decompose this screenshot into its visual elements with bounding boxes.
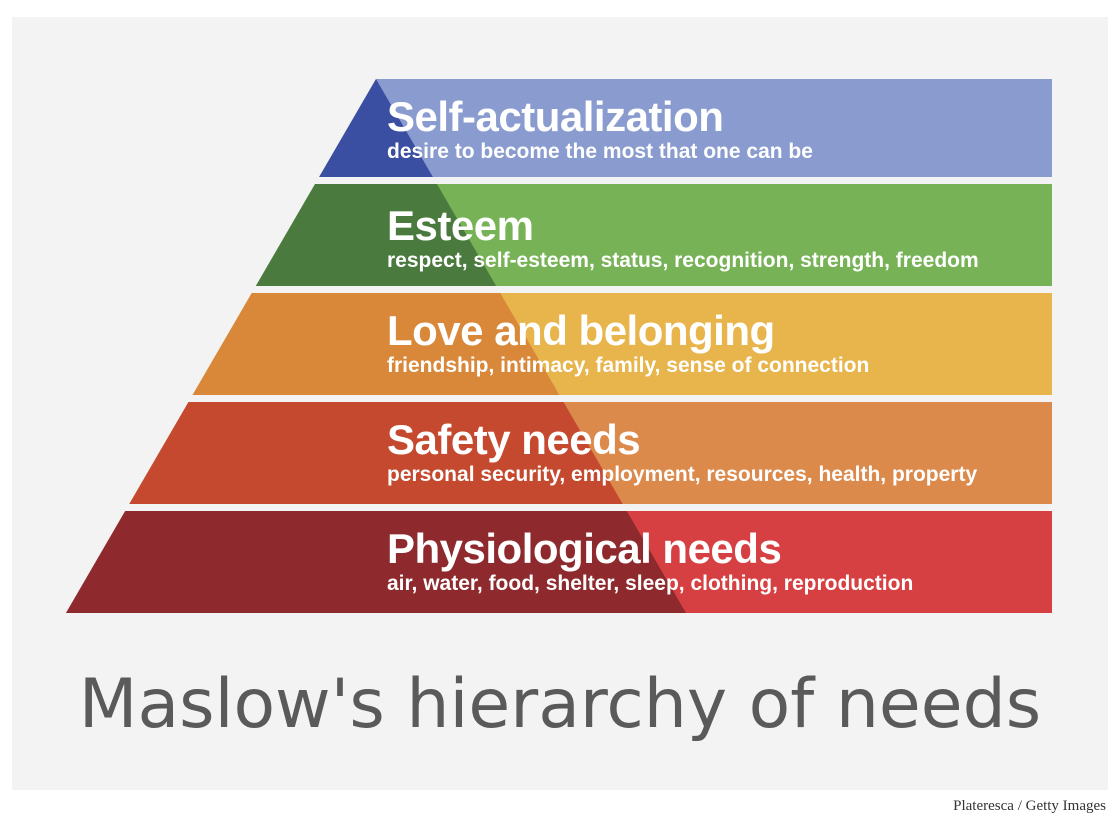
level-description: air, water, food, shelter, sleep, clothi… xyxy=(387,572,914,595)
band-shade-physiological-needs xyxy=(66,511,686,613)
level-description: friendship, intimacy, family, sense of c… xyxy=(387,354,870,377)
level-description: desire to become the most that one can b… xyxy=(387,140,813,163)
band-shade-safety-needs xyxy=(129,402,623,504)
level-title: Physiological needs xyxy=(387,525,782,572)
level-safety-needs: Safety needs personal security, employme… xyxy=(387,417,977,487)
level-love-and-belonging: Love and belonging friendship, intimacy,… xyxy=(387,308,869,378)
band-shade-esteem xyxy=(255,184,497,286)
band-self-actualization xyxy=(319,79,1052,177)
level-title: Love and belonging xyxy=(387,307,775,354)
diagram-title: Maslow's hierarchy of needs xyxy=(78,665,1042,744)
level-title: Self-actualization xyxy=(387,93,724,140)
band-shade-self-actualization xyxy=(319,79,433,177)
level-description: personal security, employment, resources… xyxy=(387,463,978,486)
level-esteem: Esteem respect, self-esteem, status, rec… xyxy=(387,203,979,273)
image-credit: Plateresca / Getty Images xyxy=(953,798,1106,814)
level-title: Esteem xyxy=(387,202,534,249)
band-shade-love-and-belonging xyxy=(192,293,560,395)
level-title: Safety needs xyxy=(387,416,641,463)
level-description: respect, self-esteem, status, recognitio… xyxy=(387,249,979,272)
level-self-actualization: Self-actualization desire to become the … xyxy=(387,94,813,164)
pyramid xyxy=(66,79,1052,613)
level-physiological-needs: Physiological needs air, water, food, sh… xyxy=(387,526,913,596)
